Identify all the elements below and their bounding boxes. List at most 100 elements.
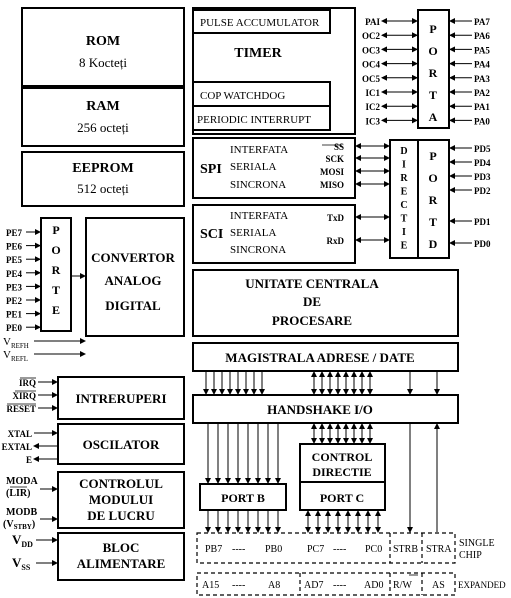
ad7-label: AD7 [304, 580, 323, 591]
ad-dash: ---- [333, 580, 346, 591]
port-a-letter: O [428, 44, 437, 58]
timer-label: TIMER [234, 46, 282, 61]
pin-pe0: PE0 [6, 323, 23, 333]
pin-pa2: PA2 [474, 88, 490, 98]
reset-signal: RESET [6, 404, 36, 414]
pc-dash: ---- [333, 544, 346, 555]
port-a-letter: T [429, 88, 437, 102]
pin-pd2: PD2 [474, 186, 491, 196]
sci-block [192, 204, 356, 264]
port-e-letter: E [52, 303, 60, 317]
port-d-letter: R [429, 193, 438, 207]
port-a-internal-ic1: IC1 [365, 88, 380, 98]
pin-pd4: PD4 [474, 158, 491, 168]
pin-pa4: PA4 [474, 60, 490, 70]
ram-block [21, 87, 185, 147]
mode-control-line3: DE LUCRU [87, 508, 155, 523]
oscillator-label: OSCILATOR [83, 437, 160, 452]
periodic-interrupt-block [192, 105, 331, 131]
sci-line1: INTERFATA [230, 210, 288, 222]
directie-letter: I [402, 227, 406, 238]
eeprom-block [21, 151, 185, 207]
control-direction-block [299, 443, 386, 511]
port-e-letter: P [52, 223, 59, 237]
pin-pa5: PA5 [474, 45, 490, 55]
converter-line1: CONVERTOR [91, 250, 175, 265]
directie-letter: C [400, 200, 407, 211]
oscillator-block [57, 423, 185, 465]
single-chip-row [196, 532, 456, 564]
pin-pa3: PA3 [474, 74, 490, 84]
pin-pd1: PD1 [474, 217, 491, 227]
ram-title: RAM [86, 99, 119, 114]
control-direction-line1: CONTROL [312, 450, 373, 464]
pin-pa1: PA1 [474, 102, 490, 112]
rom-size: 8 Kocteți [79, 55, 127, 70]
port-d-letter: O [428, 171, 437, 185]
rom-title: ROM [86, 34, 120, 49]
pulse-accumulator-label: PULSE ACCUMULATOR [200, 17, 320, 29]
stra-label: STRA [426, 544, 452, 555]
bus-label: MAGISTRALA ADRESE / DATE [225, 350, 414, 365]
power-line1: BLOC [103, 540, 140, 555]
port-a-internal-oc5: OC5 [362, 74, 381, 84]
port-e-block [40, 217, 72, 332]
port-a-letter: P [429, 22, 436, 36]
periodic-interrupt-label: PERIODIC INTERRUPT [197, 114, 311, 126]
eeprom-title: EEPROM [72, 161, 133, 176]
handshake-block [192, 394, 459, 424]
power-block [57, 532, 185, 581]
vdd-signal: VDD [12, 532, 33, 549]
pc7-label: PC7 [307, 544, 324, 555]
pin-pe2: PE2 [6, 296, 23, 306]
port-a-block [417, 9, 450, 129]
port-e-letter: O [51, 243, 60, 257]
sci-tag: SCI [200, 227, 223, 242]
directie-letter: E [401, 187, 408, 198]
cpu-block [192, 269, 459, 337]
modb-signal: MODB [6, 507, 37, 518]
converter-line3: DIGITAL [105, 298, 161, 313]
directie-letter: D [400, 146, 407, 157]
address-data-bus-block [192, 342, 459, 372]
port-b-block [199, 483, 287, 511]
spi-line3: SINCRONA [230, 179, 286, 191]
strb-label: STRB [393, 544, 418, 555]
spi-signal-ss: SS [334, 142, 344, 152]
power-line2: ALIMENTARE [77, 556, 166, 571]
pb7-label: PB7 [205, 544, 222, 555]
pin-pe5: PE5 [6, 255, 23, 265]
xtal-signal: XTAL [8, 429, 32, 439]
directie-letter: T [401, 214, 408, 225]
vss-signal: VSS [12, 555, 31, 572]
port-a-internal-oc4: OC4 [362, 60, 381, 70]
pin-pa7: PA7 [474, 17, 490, 27]
timer-block [192, 7, 356, 135]
port-a-internal-ic3: IC3 [365, 116, 380, 126]
port-c-label: PORT C [320, 491, 364, 505]
port-a-internal-oc2: OC2 [362, 31, 381, 41]
pb0-label: PB0 [265, 544, 282, 555]
as-label: AS [432, 580, 445, 591]
expanded-row [196, 572, 456, 596]
port-d-letter: P [429, 149, 436, 163]
port-e-letter: R [52, 263, 61, 277]
chip-label: CHIP [459, 550, 482, 561]
port-a-letter: A [429, 110, 438, 124]
mode-control-line1: CONTROLUL [79, 476, 163, 491]
pin-pe4: PE4 [6, 269, 23, 279]
vrefl-label: VREFL [3, 349, 28, 363]
sci-signal-txd: TxD [327, 213, 345, 223]
port-d-letter: D [429, 237, 438, 251]
vrefh-label: VREFH [3, 336, 29, 350]
rom-block [21, 7, 185, 87]
rw-label: R/W [393, 580, 412, 591]
converter-line2: ANALOG [104, 273, 161, 288]
port-d-block [417, 139, 450, 259]
ad0-label: AD0 [364, 580, 383, 591]
pb-dash: ---- [232, 544, 245, 555]
xirq-signal: XIRQ [12, 391, 36, 401]
pin-pe7: PE7 [6, 228, 23, 238]
modb-vstby-signal: (VSTBY) [3, 519, 35, 531]
